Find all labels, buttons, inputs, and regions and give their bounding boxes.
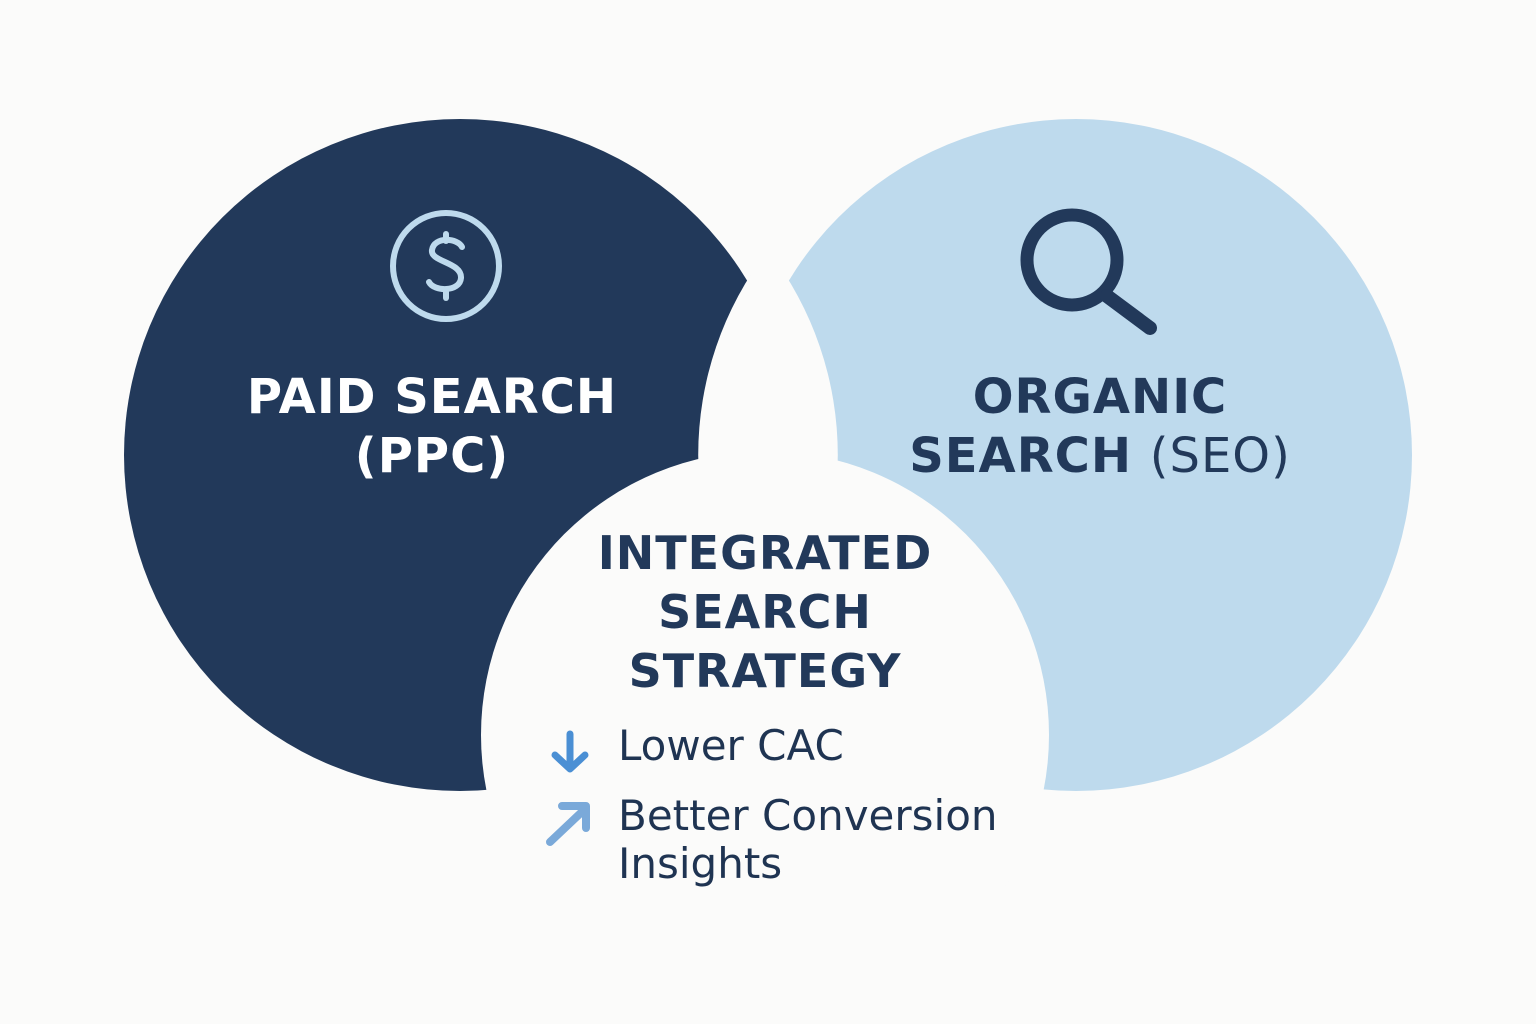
benefit-lower-cac: Lower CAC bbox=[540, 721, 1020, 782]
integrated-title-line1: INTEGRATED bbox=[597, 526, 933, 580]
paid-search-title-line1: PAID SEARCH bbox=[246, 369, 618, 425]
organic-search-title-paren: (SEO) bbox=[1149, 427, 1291, 484]
benefit-text: Lower CAC bbox=[618, 721, 844, 770]
benefit-text-line1: Better Conversion bbox=[618, 791, 998, 840]
integrated-title-line3: STRATEGY bbox=[628, 643, 902, 698]
integrated-title-line2: SEARCH bbox=[658, 584, 872, 639]
arrow-down-icon bbox=[551, 730, 589, 773]
paid-search-title: PAID SEARCH (PPC) bbox=[200, 368, 664, 485]
magnifying-glass-icon bbox=[1020, 208, 1157, 335]
organic-search-title-search: SEARCH bbox=[909, 427, 1133, 484]
organic-search-title-line2: SEARCH (SEO) bbox=[880, 427, 1320, 486]
benefit-text-line2: Insights bbox=[618, 839, 783, 889]
dollar-circle-icon bbox=[390, 210, 502, 322]
benefit-better-conversion: Better Conversion Insights bbox=[540, 791, 1020, 889]
integrated-strategy-title: INTEGRATED SEARCH STRATEGY bbox=[560, 524, 970, 701]
benefit-text: Better Conversion Insights bbox=[618, 791, 998, 889]
organic-search-title: ORGANIC SEARCH (SEO) bbox=[880, 368, 1320, 485]
integrated-dome bbox=[481, 451, 1049, 1019]
paid-search-title-line2: (PPC) bbox=[354, 427, 510, 484]
arrow-up-right-icon bbox=[546, 802, 590, 846]
organic-search-title-line1: ORGANIC bbox=[972, 369, 1228, 425]
benefits-list: Lower CAC Better Conversion Insights bbox=[540, 721, 1020, 899]
